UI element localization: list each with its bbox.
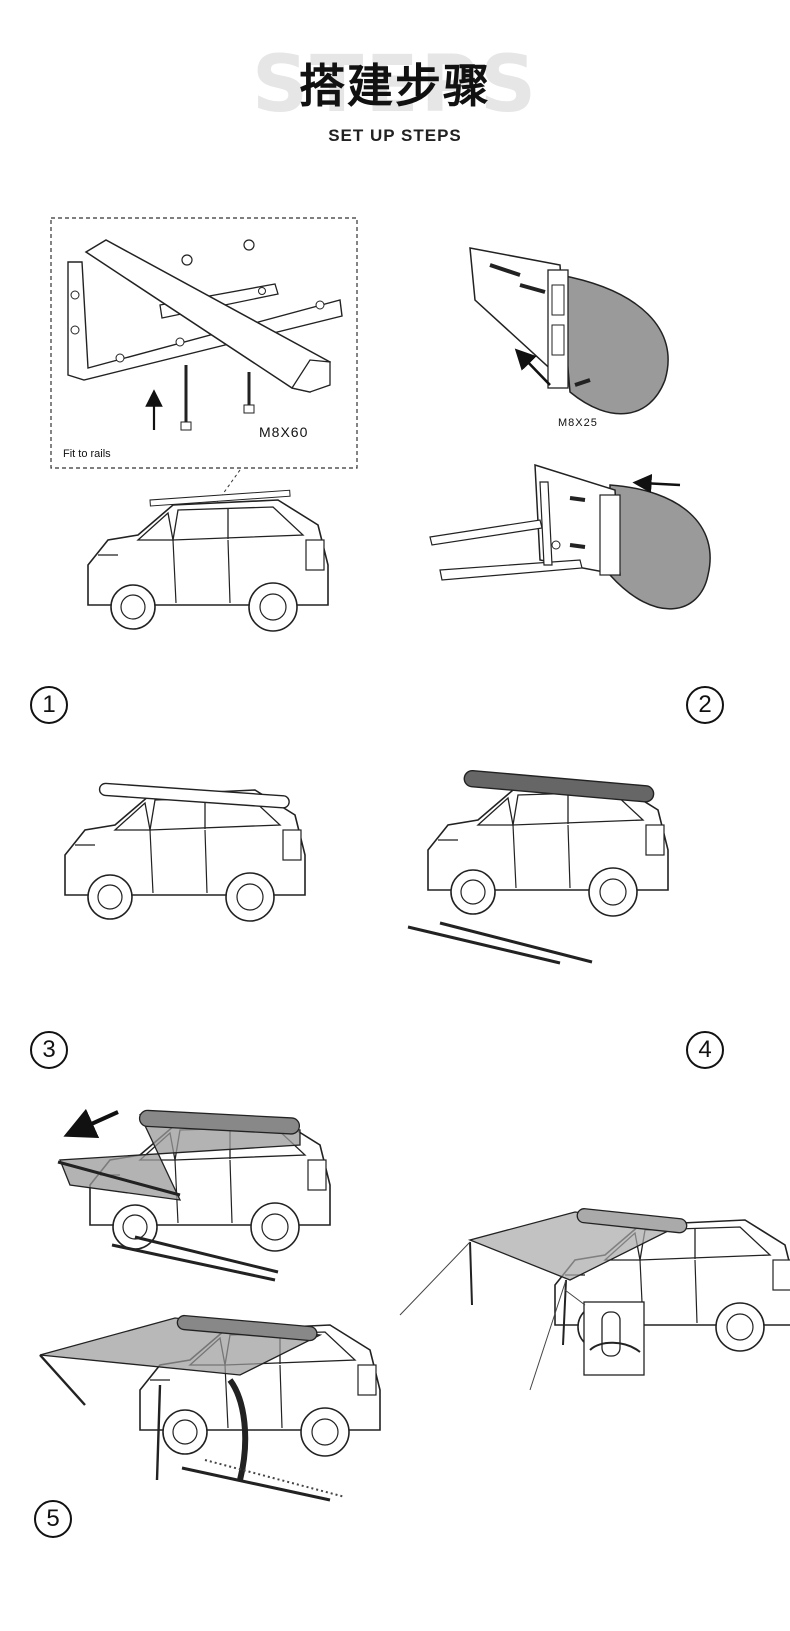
step4-number: 4	[686, 1031, 724, 1069]
step5-inset-pointer	[564, 1289, 586, 1306]
step5-awning-roll-b	[176, 1314, 318, 1342]
step1-callout-line	[214, 469, 241, 506]
step5-pole-a2	[134, 1235, 279, 1274]
background-watermark-word: STEPS	[251, 40, 538, 130]
step2-number: 2	[686, 686, 724, 724]
step3-car	[64, 789, 306, 922]
step5-awning-roll-c	[576, 1208, 688, 1234]
step4-car	[427, 784, 669, 917]
step2-bolt-label: M8X25	[558, 417, 598, 429]
step1-caption: Fit to rails	[63, 448, 111, 460]
step5-front-bar-a	[57, 1160, 181, 1197]
step5-leg-c1	[469, 1241, 473, 1306]
step5-leg-b1	[39, 1354, 86, 1406]
page-title: 搭建步骤	[299, 59, 491, 113]
step1-bolt-label: M8X60	[259, 424, 309, 440]
step5-number: 5	[34, 1500, 72, 1538]
step3-number: 3	[30, 1031, 68, 1069]
step5-guy-c2	[529, 1279, 567, 1391]
step1-roof-rails	[149, 489, 291, 507]
step2-bottom-drawing	[429, 463, 711, 610]
step4-awning-roll	[463, 769, 655, 803]
step1-detail-box	[50, 217, 358, 469]
step1-car	[87, 499, 329, 632]
step5-leg-b2	[155, 1384, 162, 1481]
step5-inset-loop	[601, 1311, 621, 1357]
step2-top-drawing	[469, 247, 669, 415]
step5-leg-b3	[227, 1378, 249, 1481]
step5-pole-b	[181, 1466, 331, 1502]
page-subtitle: SET UP STEPS	[328, 126, 462, 145]
step4-pole-1	[407, 925, 561, 965]
step5-rope-b	[204, 1459, 346, 1498]
step1-number: 1	[30, 686, 68, 724]
step5-awning-roll-a	[138, 1109, 301, 1135]
step5-inset-cord	[589, 1341, 641, 1353]
step4-pole-2	[439, 921, 593, 964]
step5-pull-arrow	[63, 1108, 119, 1139]
step5-pole-a1	[111, 1243, 276, 1282]
step5-guy-c1	[399, 1241, 471, 1316]
step3-awning-roll	[98, 782, 290, 809]
